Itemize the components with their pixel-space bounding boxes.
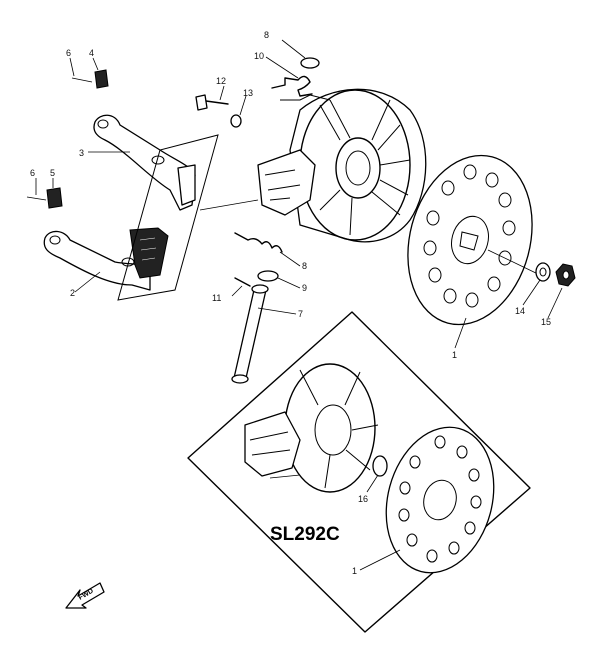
callout-2: 2: [70, 288, 75, 298]
mid-washer: [257, 270, 279, 282]
variant-inset: [187, 311, 531, 633]
callout-8-spring: 8: [302, 261, 307, 271]
model-label: SL292C: [270, 524, 340, 545]
brake-disc: [407, 154, 541, 326]
top-seal: [300, 57, 320, 69]
callout-13: 13: [243, 88, 253, 98]
callout-4: 4: [89, 48, 94, 58]
cotter-pin: [234, 277, 251, 287]
callout-14: 14: [515, 306, 525, 316]
pad-outline-box: [117, 134, 219, 301]
brake-pad: [129, 227, 169, 279]
callout-15: 15: [541, 317, 551, 327]
callout-1-inset: 1: [352, 566, 357, 576]
forward-arrow-icon: FWD: [65, 582, 105, 609]
washer: [535, 262, 551, 282]
callout-12: 12: [216, 76, 226, 86]
callout-8-top: 8: [264, 30, 269, 40]
callout-6-left: 6: [30, 168, 35, 178]
callout-1-main: 1: [452, 350, 457, 360]
clip-top: [71, 69, 109, 89]
clip-left: [26, 187, 63, 209]
bolt-washer: [230, 114, 242, 128]
callout-11: 11: [212, 293, 221, 303]
callout-10: 10: [254, 51, 264, 61]
callout-3: 3: [79, 148, 84, 158]
mid-spring: [234, 232, 283, 253]
shaft: [231, 284, 269, 384]
top-spring: [271, 75, 313, 97]
callout-7: 7: [298, 309, 303, 319]
callout-16: 16: [358, 494, 368, 504]
bolt: [195, 94, 229, 111]
drive-case: [199, 88, 427, 243]
callout-6-top: 6: [66, 48, 71, 58]
upper-bracket: [93, 114, 196, 211]
leader-lines: [35, 39, 563, 571]
callouts: 8 10 6 4 12 13 3 6 5 2 8 9 11 7 14 15 1 …: [30, 30, 551, 576]
nut: [555, 263, 576, 287]
callout-9: 9: [302, 283, 307, 293]
callout-5: 5: [50, 168, 55, 178]
